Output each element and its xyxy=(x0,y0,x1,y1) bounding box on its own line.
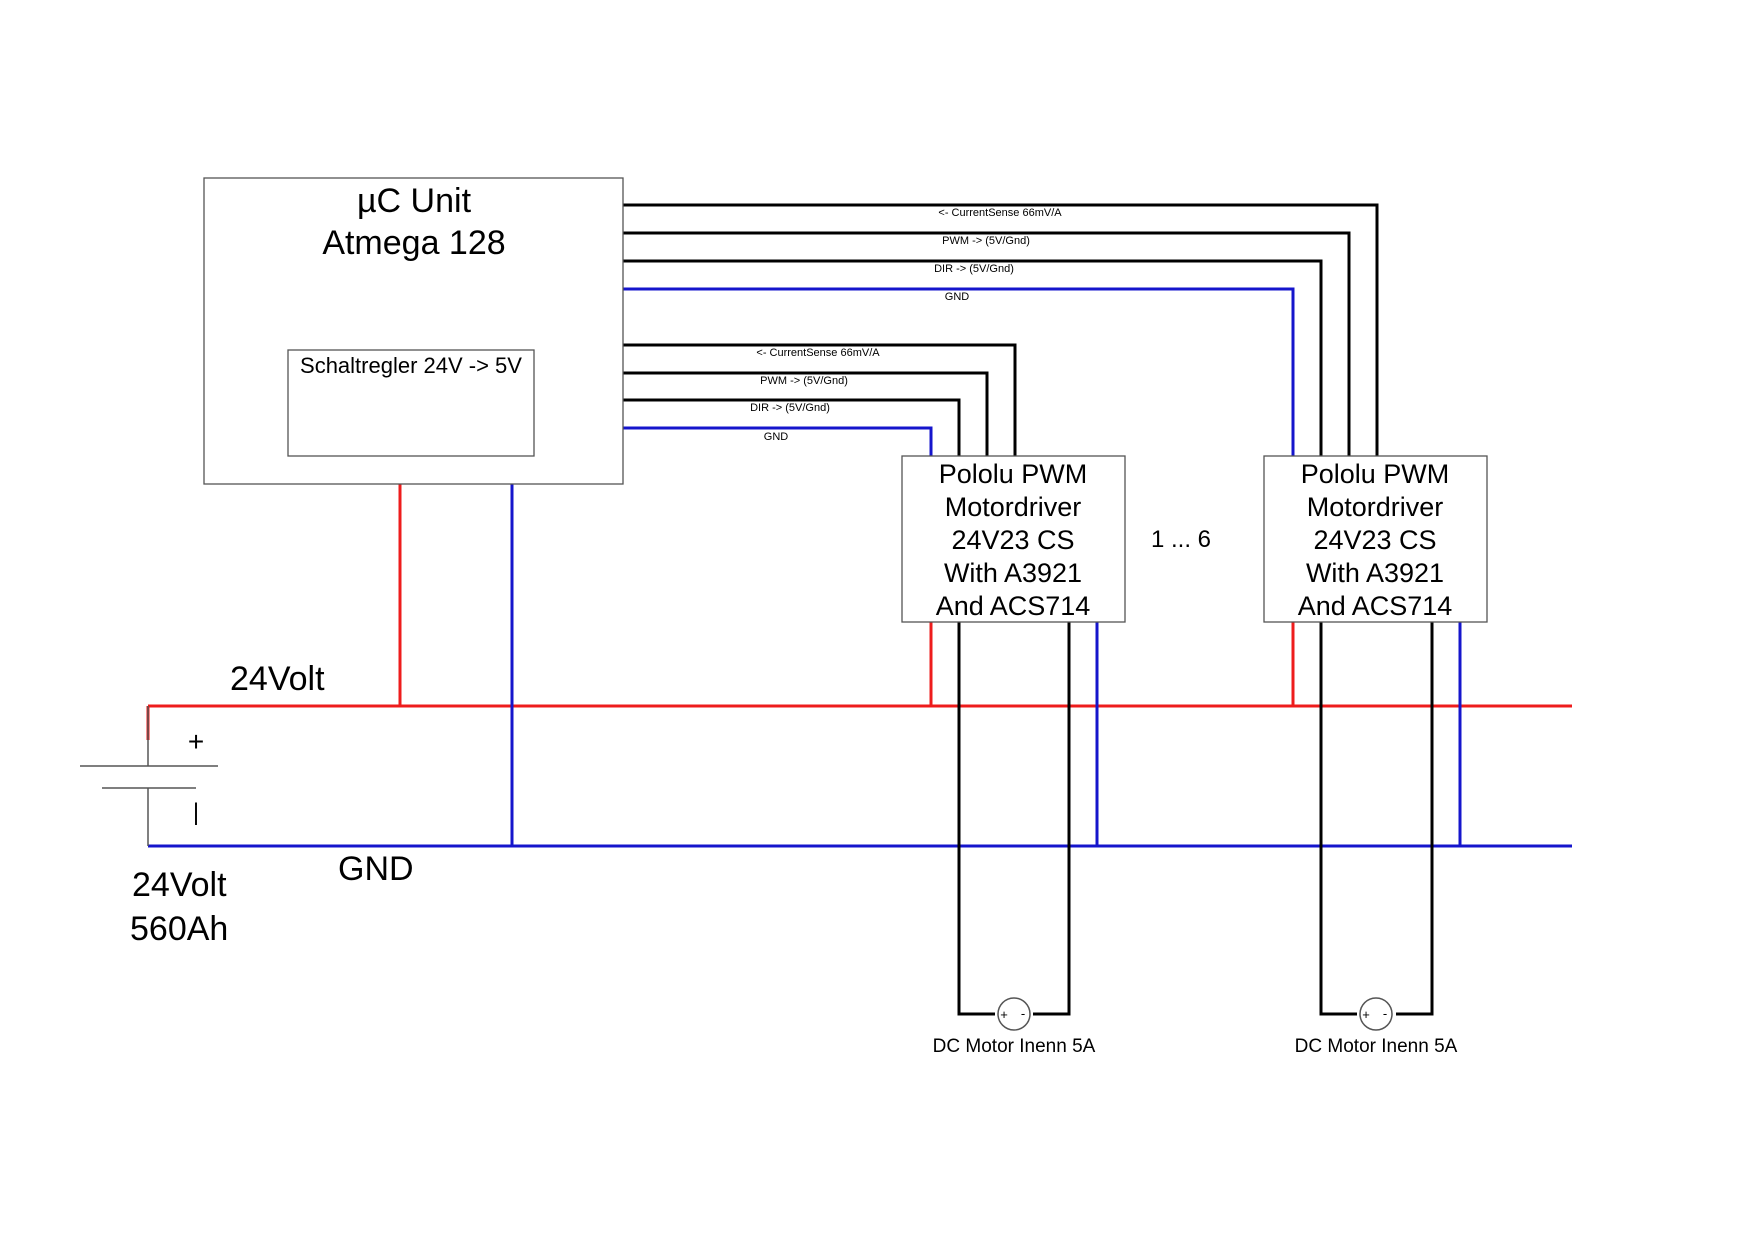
battery-minus-symbol: | xyxy=(193,799,199,826)
bus2-gnd-label: GND xyxy=(945,291,970,303)
driver-2-line-4: With A3921 xyxy=(1306,558,1444,588)
bus1-gnd-label: GND xyxy=(764,431,789,443)
motor-2-minus: - xyxy=(1383,1006,1387,1021)
bus2-dir-label: DIR -> (5V/Gnd) xyxy=(934,263,1014,275)
motor-1-symbol: + - xyxy=(997,997,1031,1031)
power-rail-label: 24Volt xyxy=(230,660,325,698)
driver-2-line-3: 24V23 CS xyxy=(1313,525,1436,555)
bus2-pwm-label: PWM -> (5V/Gnd) xyxy=(942,235,1030,247)
bus1-current-sense-label: <- CurrentSense 66mV/A xyxy=(756,347,880,359)
battery-symbol xyxy=(80,765,218,789)
motor-1-plus: + xyxy=(1000,1007,1008,1022)
battery-voltage-label: 24Volt xyxy=(132,866,227,904)
driver-2-line-2: Motordriver xyxy=(1307,492,1444,522)
bus1-pwm-label: PWM -> (5V/Gnd) xyxy=(760,375,848,387)
driver-2-motor-wire-minus xyxy=(1396,622,1434,1016)
driver-1-line-2: Motordriver xyxy=(945,492,1082,522)
regulator-box xyxy=(287,349,535,457)
battery-capacity-label: 560Ah xyxy=(130,910,228,948)
motor-1-label: DC Motor Inenn 5A xyxy=(933,1036,1096,1057)
battery-plus-symbol: + xyxy=(188,726,204,757)
driver-1-box xyxy=(901,455,1126,623)
driver-1-line-5: And ACS714 xyxy=(936,591,1091,621)
signal-bus-driver-2 xyxy=(623,203,1379,456)
ground-rail-label: GND xyxy=(338,850,414,888)
driver-2-line-1: Pololu PWM xyxy=(1301,459,1450,489)
driver-1-motor-wire-minus xyxy=(1033,622,1071,1016)
motor-2-label: DC Motor Inenn 5A xyxy=(1295,1036,1458,1057)
bus1-dir-label: DIR -> (5V/Gnd) xyxy=(750,402,830,414)
driver-1-line-1: Pololu PWM xyxy=(939,459,1088,489)
driver-2-motor-wire-plus xyxy=(1319,622,1357,1016)
controller-title: µC Unit xyxy=(357,182,472,220)
motor-2-symbol: + - xyxy=(1359,997,1393,1031)
driver-1-motor-wire-plus xyxy=(957,622,995,1016)
regulator-label: Schaltregler 24V -> 5V xyxy=(300,353,522,378)
driver-range-label: 1 ... 6 xyxy=(1151,526,1211,553)
driver-2-line-5: And ACS714 xyxy=(1298,591,1453,621)
driver-1-line-4: With A3921 xyxy=(944,558,1082,588)
motor-2-plus: + xyxy=(1362,1007,1370,1022)
power-rail xyxy=(146,704,1572,740)
controller-model: Atmega 128 xyxy=(322,224,505,262)
bus2-current-sense-label: <- CurrentSense 66mV/A xyxy=(938,207,1062,219)
driver-1-line-3: 24V23 CS xyxy=(951,525,1074,555)
motor-1-minus: - xyxy=(1021,1006,1025,1021)
driver-2-box xyxy=(1263,455,1488,623)
signal-bus-driver-1 xyxy=(623,343,1017,456)
